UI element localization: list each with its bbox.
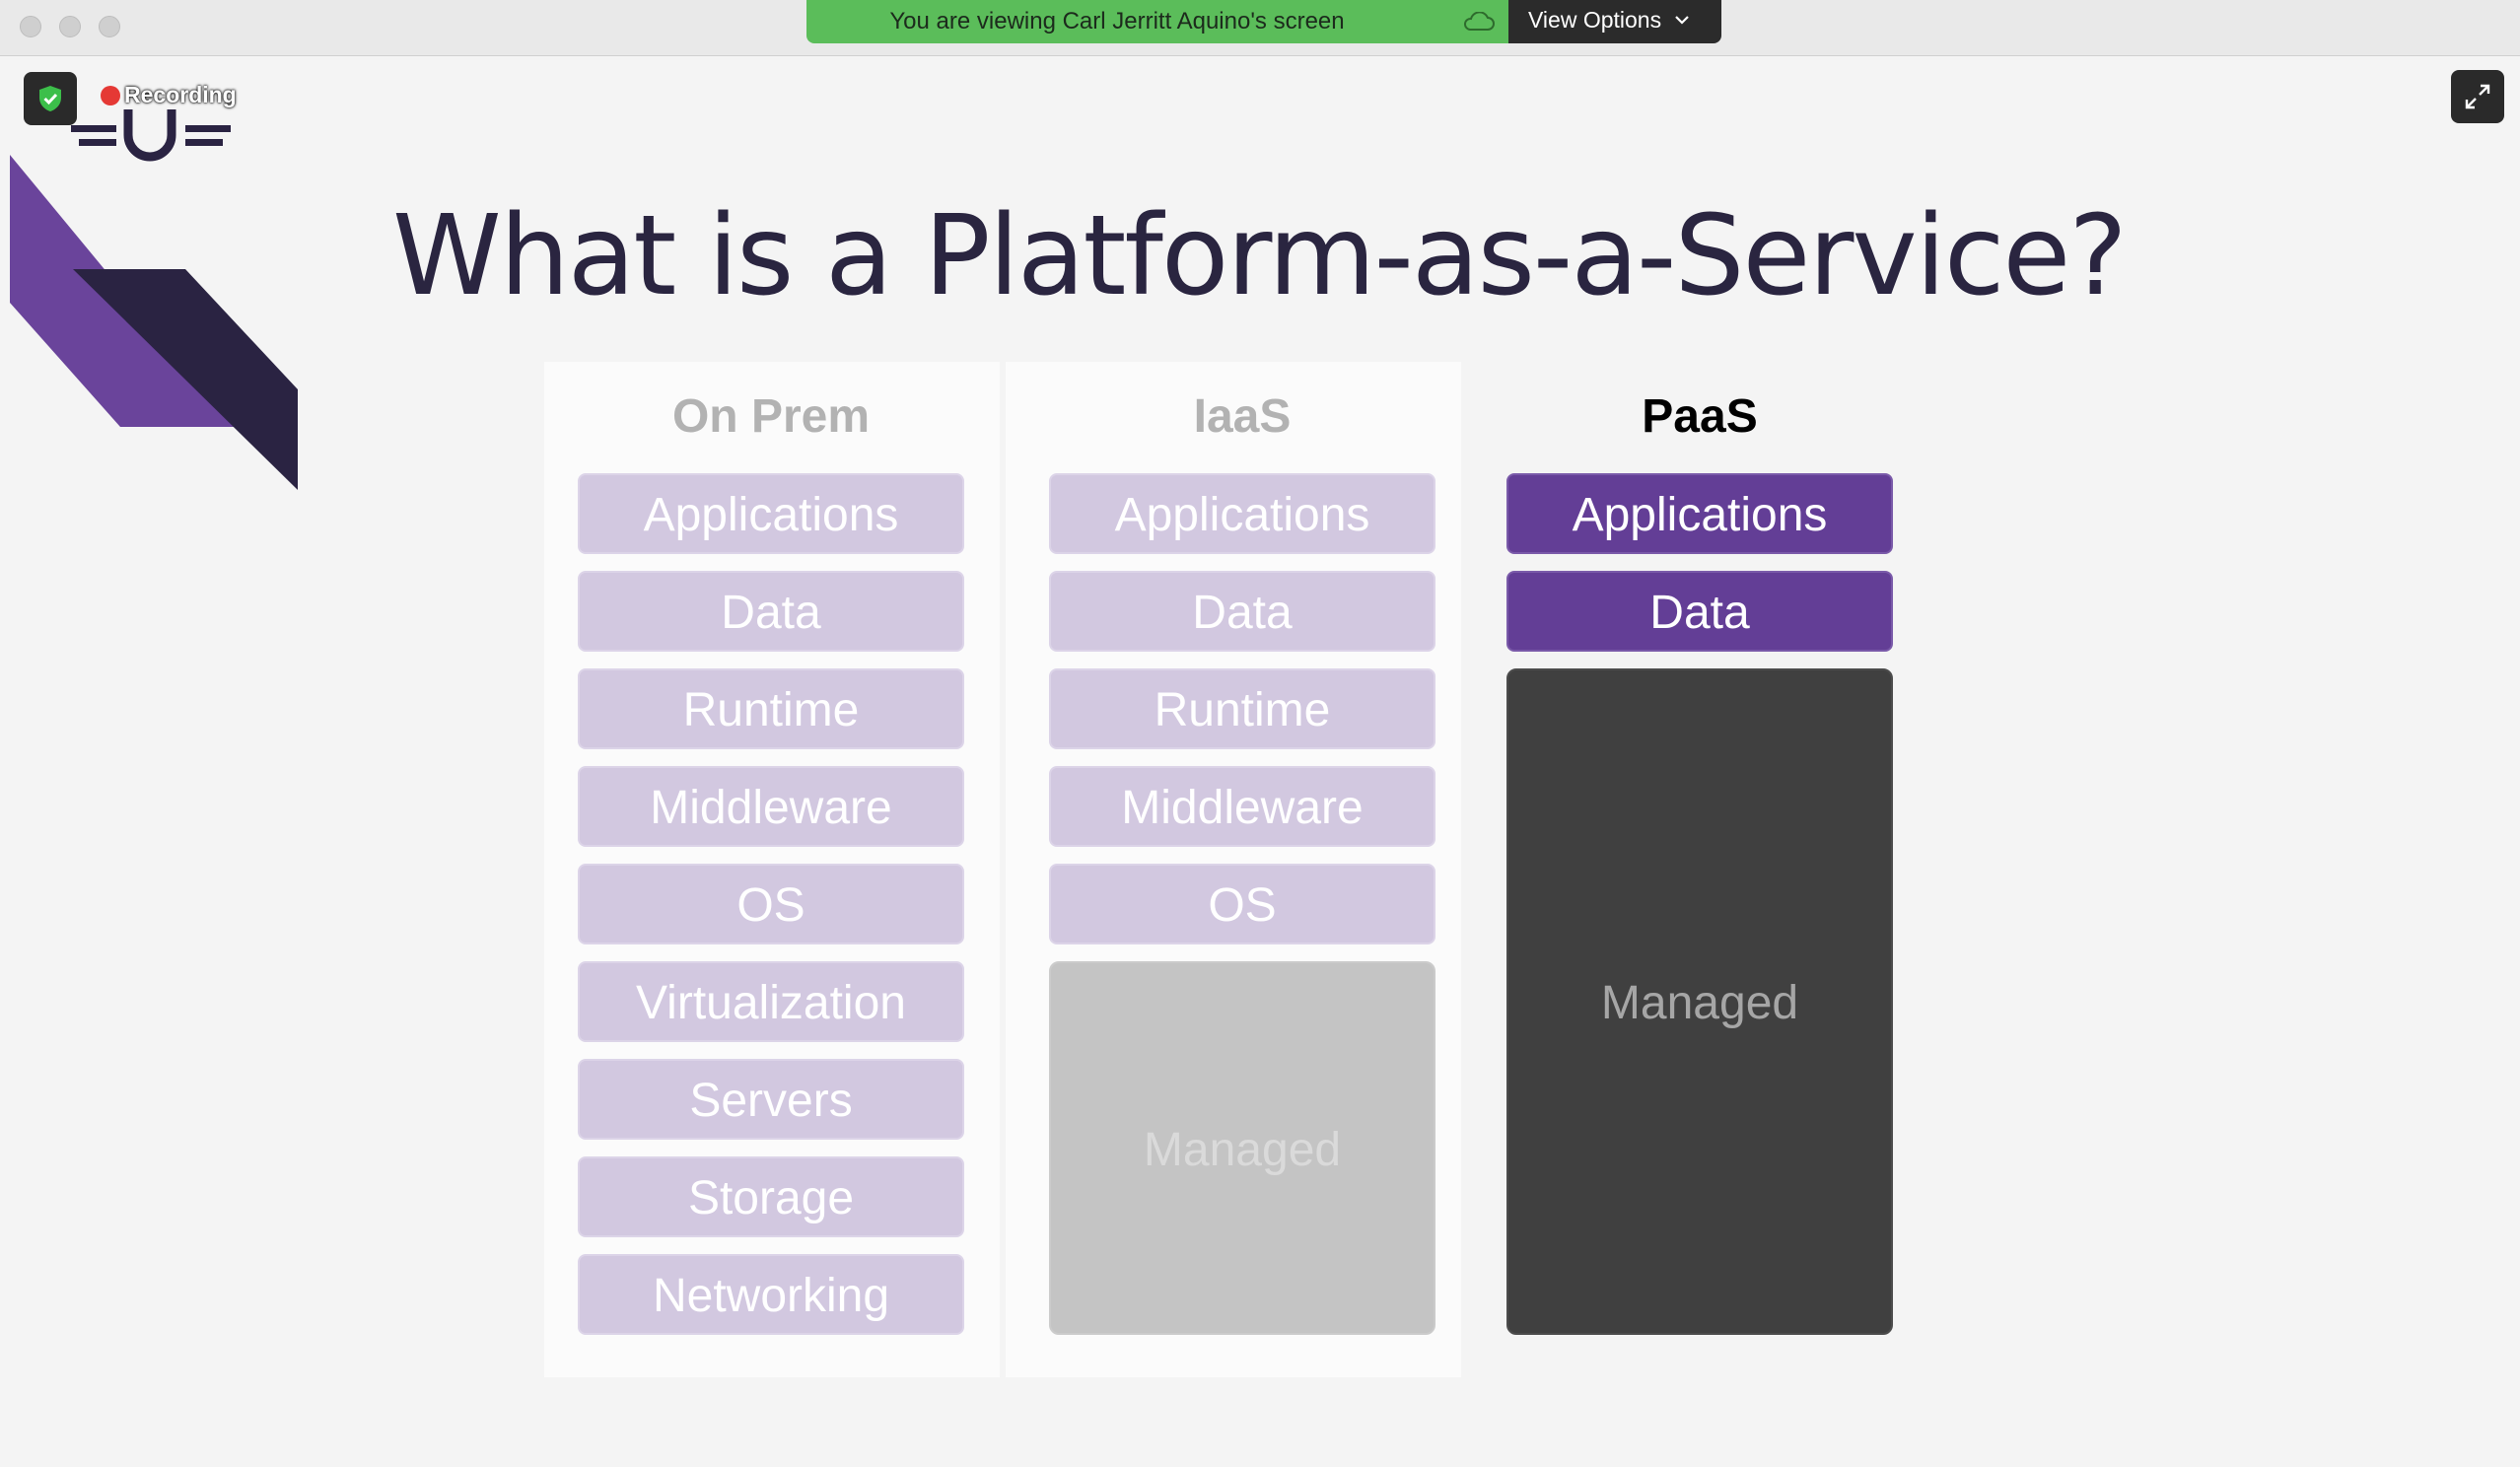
iaas-applications: Applications	[1049, 473, 1435, 554]
iaas-os: OS	[1049, 864, 1435, 944]
fullscreen-button[interactable]	[2451, 70, 2504, 123]
column-title-on-prem: On Prem	[671, 390, 871, 443]
chevron-down-icon	[1675, 16, 1689, 25]
view-options-button[interactable]: View Options	[1508, 0, 1721, 43]
iaas-runtime: Runtime	[1049, 668, 1435, 749]
close-window-button[interactable]	[20, 16, 41, 37]
recording-dot-icon	[101, 86, 120, 105]
iaas-data: Data	[1049, 571, 1435, 652]
paas-managed-block: Managed	[1506, 668, 1893, 1335]
zoom-window-button[interactable]	[99, 16, 120, 37]
shield-check-icon	[39, 86, 61, 111]
screen-share-banner-text: You are viewing Carl Jerritt Aquino's sc…	[889, 8, 1345, 35]
recording-label: Recording	[124, 82, 237, 107]
column-title-paas: PaaS	[1642, 390, 1758, 443]
security-button[interactable]	[24, 72, 77, 125]
on-prem-virtualization: Virtualization	[578, 961, 964, 1042]
iaas-middleware: Middleware	[1049, 766, 1435, 847]
iaas-managed-block: Managed	[1049, 961, 1435, 1335]
on-prem-storage: Storage	[578, 1156, 964, 1237]
on-prem-runtime: Runtime	[578, 668, 964, 749]
shared-screen: Recording What is a Platform-as-a-Servic…	[10, 56, 2510, 1460]
on-prem-middleware: Middleware	[578, 766, 964, 847]
view-options-label: View Options	[1528, 7, 1662, 33]
on-prem-data: Data	[578, 571, 964, 652]
slide-title: What is a Platform-as-a-Service?	[392, 192, 2128, 320]
expand-arrows-icon	[2465, 84, 2490, 109]
on-prem-networking: Networking	[578, 1254, 964, 1335]
on-prem-servers: Servers	[578, 1059, 964, 1140]
cloud-icon	[1464, 12, 1495, 31]
column-title-iaas: IaaS	[1193, 390, 1292, 443]
on-prem-applications: Applications	[578, 473, 964, 554]
on-prem-os: OS	[578, 864, 964, 944]
screen-share-banner: You are viewing Carl Jerritt Aquino's sc…	[806, 0, 1508, 43]
company-logo-icon	[71, 109, 231, 162]
paas-applications: Applications	[1506, 473, 1893, 554]
slide-decoration	[10, 155, 298, 490]
paas-data: Data	[1506, 571, 1893, 652]
minimize-window-button[interactable]	[59, 16, 81, 37]
